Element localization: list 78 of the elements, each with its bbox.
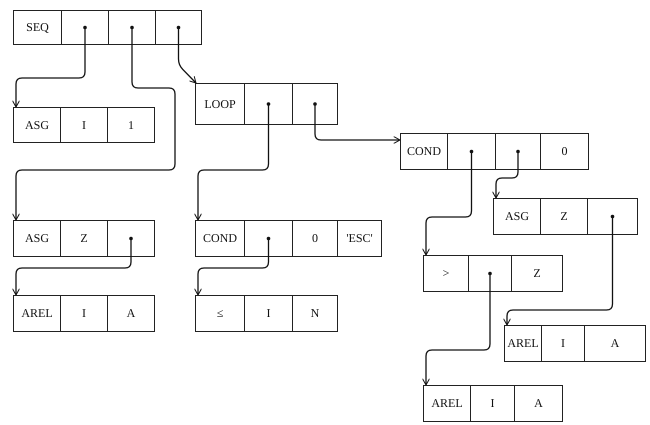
field-label: ASG [504,209,529,224]
pointer-field [244,220,293,257]
pointer-arrow [492,152,519,198]
field-label: SEQ [26,20,49,35]
field-label: AREL [431,396,463,411]
pointer-field [107,220,155,257]
pointer-field [292,83,338,125]
field-label: ASG [24,118,49,132]
record-field [400,133,448,170]
field-label: I [82,118,86,132]
field-label: ASG [24,231,49,246]
record-field [195,83,245,125]
field-label: N [310,306,320,321]
pointer-field [468,255,512,292]
record-field [504,325,542,362]
pointer-field [108,10,156,45]
record-field [195,220,245,257]
record-field [13,295,61,332]
pointer-arrow [503,216,614,326]
record-field [470,385,515,422]
record-field [60,295,108,332]
pointer-field [244,83,293,125]
field-label: AREL [507,336,539,351]
field-label: A [126,306,136,321]
record-field [540,198,588,235]
pointer-arrow [422,274,491,386]
field-label: 0 [562,144,568,159]
field-label: A [534,396,543,411]
pointer-arrow [178,28,196,84]
field-label: I [490,396,494,411]
pointer-arrow [12,28,86,108]
record-field [292,220,338,257]
record-field [337,220,382,257]
pointer-arrow [12,28,176,220]
pointer-field [495,133,541,170]
record-field [514,385,563,422]
pointer-field [587,198,638,235]
field-label: I [266,306,270,321]
record-field [584,325,646,362]
pointer-arrow [194,104,270,220]
field-label: AREL [21,306,53,321]
record-field [244,295,293,332]
pointer-arrow [314,104,400,144]
field-label: Z [560,209,568,224]
pointer-field [447,133,496,170]
field-label: COND [406,144,441,159]
field-label: 0 [312,231,318,246]
field-label: > [442,266,450,281]
record-field [13,10,62,45]
record-field [60,220,108,257]
field-label: Z [533,266,541,281]
record-field [13,107,61,143]
field-label: 'ESC' [346,231,373,246]
record-field [511,255,563,292]
field-label: LOOP [204,96,236,112]
record-field [60,107,108,143]
record-field [423,255,469,292]
record-field [195,295,245,332]
record-field [107,295,155,332]
pointer-arrow [12,238,132,296]
pointer-arrow [194,238,270,296]
field-label: COND [202,231,237,246]
pointer-arrow [422,152,472,256]
record-field [13,220,61,257]
record-field [292,295,338,332]
record-field [423,385,471,422]
pointer-field [155,10,202,45]
record-field [493,198,541,235]
field-label: I [82,306,86,321]
field-label: I [561,336,565,351]
record-field [107,107,155,143]
field-label: ≤ [216,306,224,321]
record-field [540,133,589,170]
field-label: A [610,336,620,351]
pointer-field [61,10,109,45]
field-label: Z [80,231,88,246]
field-label: 1 [128,118,134,132]
record-field [541,325,585,362]
